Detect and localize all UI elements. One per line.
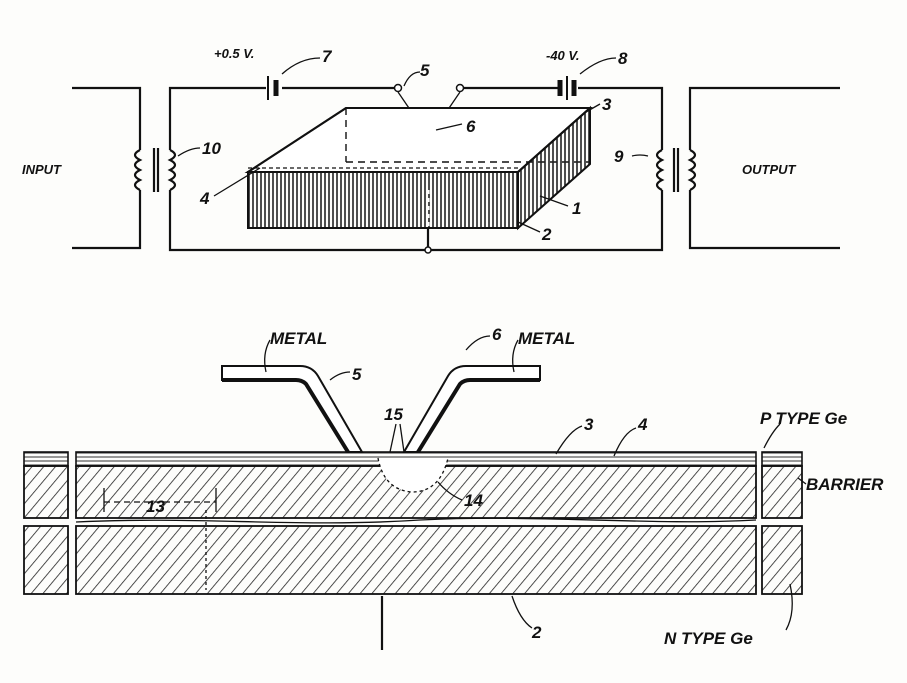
metal-left-label: METAL	[270, 329, 327, 348]
output-label: OUTPUT	[742, 162, 797, 177]
battery-left	[268, 76, 276, 100]
input-transformer	[72, 88, 175, 248]
metal-right-label: METAL	[518, 329, 575, 348]
metal-contact-left	[222, 366, 362, 452]
cross-section-figure: METAL METAL 5 6 15 3 4 P TYPE Ge BARRIER…	[24, 325, 884, 650]
input-label: INPUT	[22, 162, 62, 177]
ref-2-top: 2	[541, 225, 552, 244]
ref-3-bottom: 3	[584, 415, 594, 434]
ref-6-top: 6	[466, 117, 476, 136]
battery-right	[560, 76, 574, 100]
ref-5-top: 5	[420, 61, 430, 80]
n-type-lower	[24, 526, 802, 594]
barrier-label: BARRIER	[806, 475, 884, 494]
ref-13: 13	[146, 497, 165, 516]
ref-4-top: 4	[199, 189, 210, 208]
ref-7: 7	[322, 47, 333, 66]
ref-10: 10	[202, 139, 221, 158]
ref-1: 1	[572, 199, 581, 218]
ref-8: 8	[618, 49, 628, 68]
metal-contact-right	[404, 366, 540, 452]
barrier-line	[76, 518, 756, 523]
n-type-label: N TYPE Ge	[664, 629, 753, 648]
ref-4-bottom: 4	[637, 415, 648, 434]
p-type-label: P TYPE Ge	[760, 409, 847, 428]
battery-left-voltage: +0.5 V.	[214, 46, 254, 61]
ref-2-bottom: 2	[531, 623, 542, 642]
ref-3-top: 3	[602, 95, 612, 114]
ref-5-bottom: 5	[352, 365, 362, 384]
ref-6-bottom: 6	[492, 325, 502, 344]
germanium-block	[248, 108, 590, 228]
ref-15: 15	[384, 405, 403, 424]
circuit-figure: INPUT OUTPUT +0.5 V. -40 V. 7 8 5 6 3 10…	[22, 46, 840, 253]
battery-right-voltage: -40 V.	[546, 48, 580, 63]
ref-9: 9	[614, 147, 624, 166]
ref-14: 14	[464, 491, 483, 510]
